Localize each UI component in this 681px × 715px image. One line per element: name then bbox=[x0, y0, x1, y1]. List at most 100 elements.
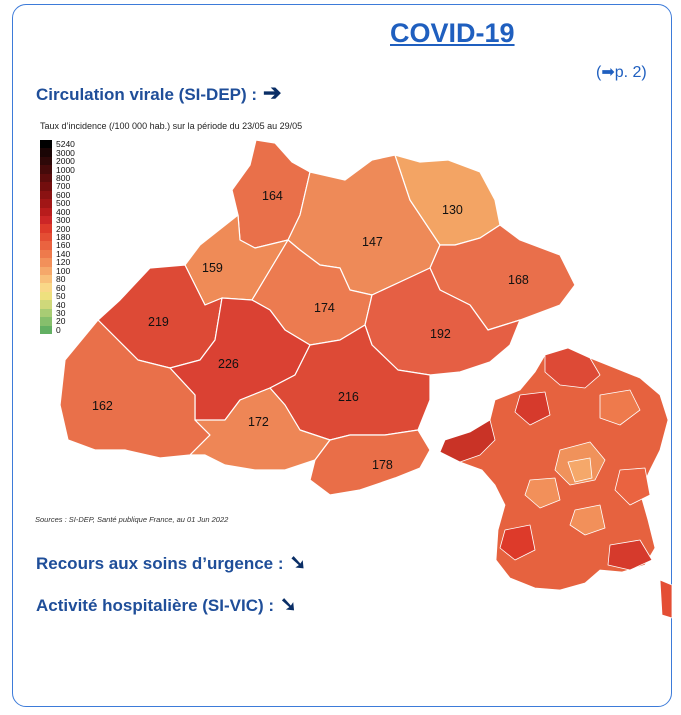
legend-swatch bbox=[40, 165, 52, 174]
legend-item: 30 bbox=[40, 309, 75, 317]
arrow-down-right-icon: ➘ bbox=[289, 552, 307, 574]
circulation-heading: Circulation virale (SI-DEP) : ➔ bbox=[36, 80, 281, 106]
france-inset-map bbox=[439, 347, 673, 619]
legend-swatch bbox=[40, 182, 52, 191]
hospital-heading: Activité hospitalière (SI-VIC) : ➘ bbox=[36, 592, 297, 617]
urgence-label: Recours aux soins d’urgence : bbox=[36, 554, 284, 573]
legend-item: 1000 bbox=[40, 164, 75, 175]
legend-item: 50 bbox=[40, 292, 75, 300]
legend-label: 700 bbox=[56, 181, 71, 192]
legend-swatch bbox=[40, 325, 52, 335]
legend-label: 800 bbox=[56, 172, 71, 183]
legend-swatch bbox=[40, 232, 52, 242]
legend-label: 50 bbox=[56, 291, 66, 302]
region-label-haute-garonne: 226 bbox=[218, 357, 239, 371]
hospital-label: Activité hospitalière (SI-VIC) : bbox=[36, 596, 275, 615]
legend-item: 500 bbox=[40, 198, 75, 209]
legend-swatch bbox=[40, 283, 52, 292]
legend-label: 20 bbox=[56, 316, 66, 327]
region-label-lozere: 130 bbox=[442, 203, 463, 217]
arrow-down-right-icon: ➘ bbox=[280, 594, 297, 616]
legend-item: 200 bbox=[40, 223, 75, 234]
legend-label: 40 bbox=[56, 299, 66, 310]
legend-item: 800 bbox=[40, 174, 75, 182]
region-label-pyrenees-orientales: 178 bbox=[372, 458, 393, 472]
legend-item: 120 bbox=[40, 257, 75, 268]
legend-swatch bbox=[40, 173, 52, 183]
region-pyrenees-orientales bbox=[309, 429, 431, 496]
legend-label: 3000 bbox=[56, 147, 75, 158]
region-label-hautes-pyrenees: 162 bbox=[92, 399, 113, 413]
legend-label: 30 bbox=[56, 307, 66, 318]
map-title: Taux d’incidence (/100 000 hab.) sur la … bbox=[40, 121, 303, 131]
arrow-right-icon: ➔ bbox=[263, 80, 282, 105]
legend-label: 140 bbox=[56, 248, 71, 259]
page-reference-link[interactable]: (➡p. 2) bbox=[596, 64, 647, 81]
legend-item: 80 bbox=[40, 275, 75, 283]
legend-swatch bbox=[40, 308, 52, 318]
legend-item: 180 bbox=[40, 233, 75, 241]
legend-item: 300 bbox=[40, 216, 75, 224]
legend-item: 700 bbox=[40, 181, 75, 192]
legend-label: 120 bbox=[56, 257, 71, 268]
region-label-tarn-et-garonne: 159 bbox=[202, 261, 223, 275]
region-label-ariege: 172 bbox=[248, 415, 269, 429]
legend-label: 160 bbox=[56, 240, 71, 251]
legend-item: 100 bbox=[40, 267, 75, 275]
region-label-gers: 219 bbox=[148, 315, 169, 329]
legend-label: 180 bbox=[56, 232, 71, 243]
legend-item: 3000 bbox=[40, 147, 75, 158]
legend-swatch bbox=[40, 207, 52, 216]
legend-swatch bbox=[40, 199, 52, 208]
legend-label: 80 bbox=[56, 274, 66, 285]
legend-label: 60 bbox=[56, 282, 66, 293]
legend-swatch bbox=[40, 317, 52, 326]
region-label-lot: 164 bbox=[262, 189, 283, 203]
legend-swatch bbox=[40, 249, 52, 259]
region-label-gard: 168 bbox=[508, 273, 529, 287]
legend-swatch bbox=[40, 190, 52, 200]
map-source: Sources : SI-DEP, Santé publique France,… bbox=[35, 515, 229, 524]
region-label-aude: 216 bbox=[338, 390, 359, 404]
region-label-tarn: 174 bbox=[314, 301, 335, 315]
legend-swatch bbox=[40, 241, 52, 250]
legend-label: 0 bbox=[56, 324, 61, 335]
legend-swatch bbox=[40, 224, 52, 233]
page-title[interactable]: COVID-19 bbox=[390, 18, 515, 48]
legend-label: 600 bbox=[56, 189, 71, 200]
legend-item: 600 bbox=[40, 191, 75, 199]
legend-swatch bbox=[40, 148, 52, 157]
legend-item: 60 bbox=[40, 282, 75, 293]
circulation-label: Circulation virale (SI-DEP) : bbox=[36, 85, 258, 104]
legend-swatch bbox=[40, 215, 52, 225]
legend-label: 2000 bbox=[56, 156, 75, 167]
legend-swatch bbox=[40, 291, 52, 301]
covid-card bbox=[12, 4, 672, 707]
legend-item: 2000 bbox=[40, 157, 75, 165]
legend-label: 400 bbox=[56, 206, 71, 217]
legend-label: 1000 bbox=[56, 164, 75, 175]
legend-item: 140 bbox=[40, 250, 75, 258]
legend-swatch bbox=[40, 266, 52, 275]
legend-swatch bbox=[40, 156, 52, 166]
region-label-herault: 192 bbox=[430, 327, 451, 341]
legend-swatch bbox=[40, 258, 52, 267]
legend-label: 500 bbox=[56, 198, 71, 209]
legend-item: 400 bbox=[40, 206, 75, 217]
legend-item: 0 bbox=[40, 326, 75, 334]
legend-label: 5240 bbox=[56, 139, 75, 150]
legend-swatch bbox=[40, 140, 52, 149]
legend-label: 100 bbox=[56, 265, 71, 276]
legend-swatch bbox=[40, 300, 52, 309]
legend-item: 40 bbox=[40, 299, 75, 310]
legend-item: 160 bbox=[40, 240, 75, 251]
legend-item: 5240 bbox=[40, 140, 75, 148]
legend-item: 20 bbox=[40, 316, 75, 327]
region-label-aveyron: 147 bbox=[362, 235, 383, 249]
legend-swatch bbox=[40, 275, 52, 284]
urgence-heading: Recours aux soins d’urgence : ➘ bbox=[36, 550, 306, 575]
legend-label: 200 bbox=[56, 223, 71, 234]
legend-label: 300 bbox=[56, 215, 71, 226]
